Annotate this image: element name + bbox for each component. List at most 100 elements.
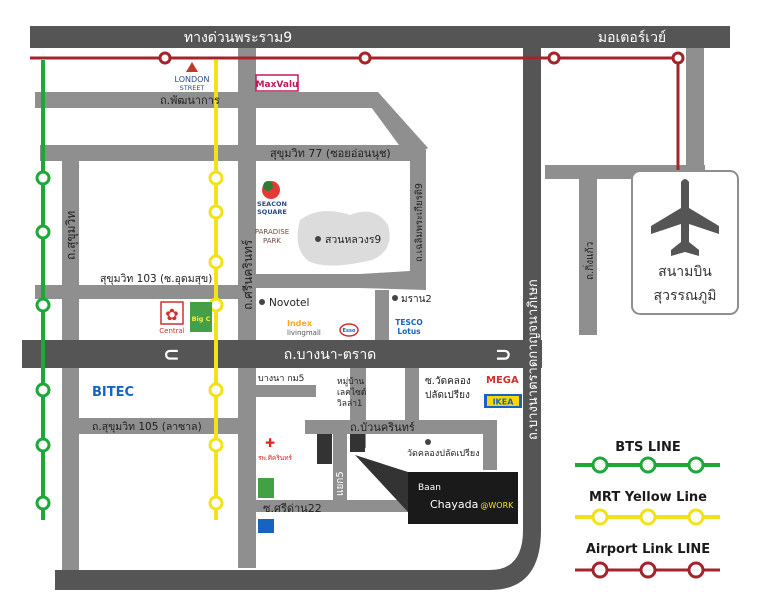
road-bunsrinakarin-right [483,420,497,470]
legend-mrt-station-1 [591,508,609,526]
bts-station-4 [35,382,51,398]
arl-station-2 [358,51,372,65]
park-suan-luang [297,211,390,266]
road-bunsrinakarin [305,420,495,434]
project-block-2 [350,434,365,452]
label-bangna-km5: บางนา กม5 [258,374,304,384]
legend-bts-station-1 [591,456,609,474]
label-novotel: Novotel [269,297,309,309]
legend-mrt-station-3 [687,508,705,526]
place-dot-wat-khlong [425,439,431,445]
road-kingkaeo [579,165,597,335]
hospital-cross-icon: ✚ [265,436,275,450]
label-srinakarin: ถ.ศรีนครินทร์ [241,239,255,310]
legend-arl-station-2 [639,561,657,579]
label-mega-2: มราน2 [401,294,432,305]
svg-text:IKEA: IKEA [493,398,515,407]
logo-maxvalu: MaxValu [255,74,299,92]
logo-ikea: IKEA [484,394,522,408]
arl-station-3 [547,51,561,65]
label-suan-luang: สวนหลวงร9 [325,234,381,246]
legend-bts-station-3 [687,456,705,474]
bts-station-6 [35,495,51,511]
bts-station-1 [35,170,51,186]
legend-arl-station-3 [687,561,705,579]
u-turn-left-icon: ⊂ [163,342,180,366]
label-soi-wat-khlong-2: ปลัดเปรียง [425,389,470,401]
mrt-station-6 [208,437,224,453]
legend-bts-station-2 [639,456,657,474]
label-kingkaeo: ถ.กิ่งแก้ว [582,242,596,280]
road-network [22,26,730,590]
road-wat-khlong [405,368,419,428]
logo-mega-bangna: MEGA [486,375,519,386]
svg-text:TESCO: TESCO [395,318,423,327]
arl-station-1 [158,51,172,65]
svg-text:PARADISE: PARADISE [255,228,289,236]
label-sridan22: ซ.ศรีด่าน22 [263,502,322,515]
road-bangna-km5 [256,385,316,397]
label-expressway: ทางด่วนพระราม9 [184,30,292,46]
place-dot-suan-luang [315,236,321,242]
logo-paradise-park: PARADISE PARK [255,228,289,245]
road-bangna-trat [22,340,542,368]
mrt-station-3 [208,254,224,270]
road-phatthanakan-bend [360,92,428,160]
road-sridan22 [256,500,441,512]
logo-bitec: BITEC [92,385,134,400]
legend-mrt-label: MRT Yellow Line [589,490,707,505]
mrt-station-2 [208,204,224,220]
label-bunsrinakarin: ถ.บัวนครินทร์ [350,421,415,434]
label-kanchanaphisek: ถ.บางนาตราดกาญจนาภิเษก [526,279,541,440]
arl-station-4 [671,51,685,65]
callout-name: Chayada@WORK [430,498,514,511]
road-mega-side [375,290,389,340]
label-sukhumvit-103: สุขุมวิท 103 (ซ.อุดมสุข) [100,273,212,285]
airplane-icon [651,179,719,256]
road-sukhumvit-105 [62,418,240,434]
legend-station-markers [591,456,705,579]
road-chaloem-phrakiat [410,150,426,280]
legend-bts-label: BTS LINE [615,440,681,455]
label-phatthanakan: ถ.พัฒนาการ [160,94,220,107]
logo-seacon-square: SEACON SQUARE [257,181,287,216]
callout-box [408,472,518,524]
svg-text:MEGA: MEGA [486,375,519,386]
svg-text:PARK: PARK [263,237,281,245]
logo-central: ✿ Central [159,301,185,335]
road-sukhumvit-77 [40,145,425,161]
place-dot-mega-2 [392,295,398,301]
label-hospital: รพ.ศิครินทร์ [258,454,293,462]
mrt-station-7 [208,495,224,511]
road-yaek5 [333,434,347,502]
svg-text:STREET: STREET [180,84,205,92]
svg-text:Lotus: Lotus [397,327,421,336]
svg-text:Central: Central [159,327,185,335]
bts-station-2 [35,224,51,240]
bts-station-3 [35,297,51,313]
logo-esso: Esso [339,323,359,337]
svg-text:MaxValu: MaxValu [256,80,299,90]
bts-station-5 [35,437,51,453]
logo-tesco-lotus: TESCO Lotus [395,318,423,336]
logo-london-street: LONDON STREET [175,62,209,92]
legend-arl-label: Airport Link LINE [586,542,710,557]
label-sukhumvit: ถ.สุขุมวิท [64,211,79,260]
road-srinakarin [238,48,256,568]
callout-small: Baan [418,483,441,493]
label-sukhumvit-105: ถ.สุขุมวิท 105 (ลาซาล) [92,421,202,433]
flower-icon: ✿ [165,305,178,324]
label-yaek5: แยก5 [335,471,346,496]
label-villa: วิลล่า1 [337,399,363,409]
svg-text:livingmall: livingmall [287,329,321,337]
logo-bigc: Big C [190,302,212,332]
u-turn-right-icon: ⊃ [495,342,512,366]
airport-label-2: สุวรรณภูมิ [654,288,717,304]
airport-label-1: สนามบิน [658,264,712,280]
road-phatthanakan [35,92,375,108]
legend-mrt-station-2 [639,508,657,526]
road-expressway [30,26,730,48]
label-chaloem-phrakiat: ถ.เฉลิมพระเกียรติ9 [413,183,425,262]
label-soi-wat-khlong: ซ.วัดคลอง [425,376,471,387]
